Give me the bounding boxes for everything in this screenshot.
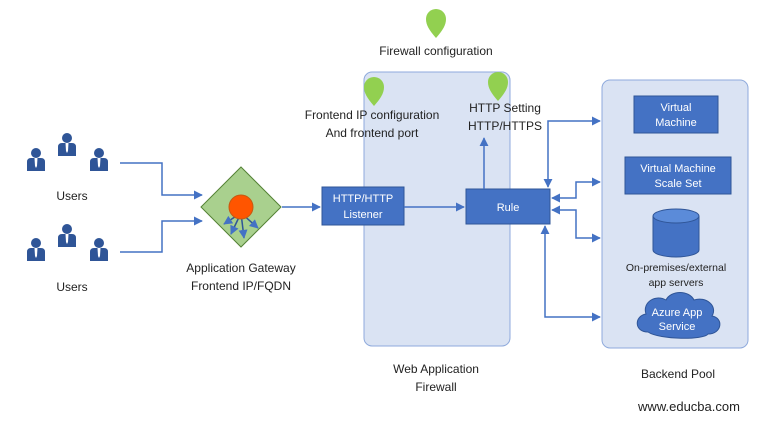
arrow-rule-to-vm [543,116,601,188]
user-icon [90,238,108,261]
vmss-box [624,156,732,195]
frontend-ip-label-line1: Frontend IP configuration [305,108,440,122]
vm-box [633,95,719,134]
user-icon [58,224,76,247]
users-group-1 [27,133,108,171]
users-label-1: Users [56,189,87,203]
rule-label: Rule [497,202,520,214]
gateway-label-line1: Application Gateway [186,261,295,275]
vmss-label-line2: Scale Set [654,178,701,190]
vmss-label-line1: Virtual Machine [640,163,716,175]
waf-label-line1: Web Application [393,362,479,376]
user-icon [27,238,45,261]
backend-pool-label: Backend Pool [641,367,715,381]
onprem-label-line2: app servers [649,277,704,289]
arrow-rule-to-onprem [551,205,601,243]
arrow-users1-to-gateway [120,162,203,200]
waf-label-line2: Firewall [415,380,456,394]
onprem-label-line1: On-premises/external [626,262,726,274]
vm-label-line2: Machine [655,117,697,129]
user-icon [58,133,76,156]
http-setting-label-line1: HTTP Setting [469,101,541,115]
listener-label-line2: Listener [343,209,382,221]
listener-label-line1: HTTP/HTTP [333,193,394,205]
arrow-rule-to-vmss [551,177,601,203]
users-label-2: Users [56,280,87,294]
users-group-2 [27,224,108,261]
frontend-ip-label-line2: And frontend port [326,126,419,140]
arrow-users2-to-gateway [120,216,203,253]
azure-label-line1: Azure App [652,307,703,319]
azure-label-line2: Service [659,321,696,333]
firewall-config-label: Firewall configuration [379,44,492,58]
user-icon [90,148,108,171]
arrow-rule-to-azure [540,225,601,322]
location-pin-icon [426,9,446,38]
application-gateway-icon [200,166,282,248]
watermark: www.educba.com [637,399,740,414]
http-setting-label-line2: HTTP/HTTPS [468,119,542,133]
user-icon [27,148,45,171]
rule-box [465,188,551,225]
cloud-icon [636,292,721,339]
vm-label-line1: Virtual [661,102,692,114]
gateway-label-line2: Frontend IP/FQDN [191,279,291,293]
database-cylinder-icon [652,208,700,258]
listener-box [321,186,405,226]
